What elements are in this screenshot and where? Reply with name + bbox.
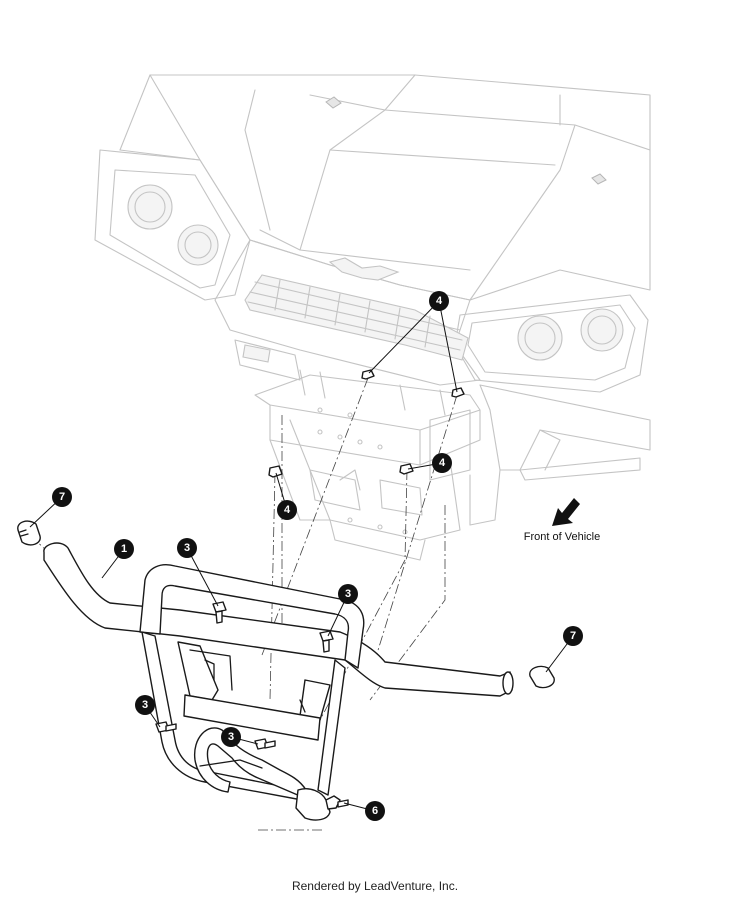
front-bumper-part [43, 542, 514, 821]
svg-text:4: 4 [439, 457, 446, 469]
bolt-part-group [155, 601, 334, 750]
bolt-3d [254, 738, 276, 750]
leader-lines [29, 300, 574, 812]
svg-text:3: 3 [345, 588, 351, 600]
bolt-3a [212, 601, 227, 624]
svg-text:3: 3 [184, 542, 190, 554]
footer-credit: Rendered by LeadVenture, Inc. [291, 879, 459, 893]
screw-part-6 [325, 795, 349, 810]
callout-7-right: 7 [563, 626, 583, 646]
callout-3-lower-left: 3 [135, 695, 155, 715]
svg-text:6: 6 [372, 805, 378, 817]
bolt-3b [319, 630, 334, 653]
nut-4a [361, 369, 375, 380]
svg-text:1: 1 [121, 543, 127, 555]
callout-1: 1 [114, 539, 134, 559]
front-of-vehicle-indicator: Front of Vehicle [524, 498, 600, 543]
callout-4-left: 4 [277, 500, 297, 520]
svg-text:3: 3 [228, 731, 234, 743]
nut-4d [399, 463, 414, 475]
callout-4-top: 4 [429, 291, 449, 311]
callout-4-right: 4 [432, 453, 452, 473]
svg-text:4: 4 [436, 295, 443, 307]
nut-4b [451, 387, 465, 398]
svg-text:7: 7 [59, 491, 65, 503]
end-cap-left [17, 520, 41, 546]
end-cap-right [529, 665, 555, 689]
callout-3-lower-mid: 3 [221, 727, 241, 747]
svg-text:4: 4 [284, 504, 291, 516]
end-cap-part-group [17, 520, 555, 689]
bolt-3c [155, 721, 177, 733]
front-of-vehicle-label: Front of Vehicle [524, 531, 600, 543]
callout-3-upper-left: 3 [177, 538, 197, 558]
svg-text:7: 7 [570, 630, 576, 642]
nut-4c [268, 465, 283, 478]
vehicle-front-ghost [94, 74, 651, 561]
svg-text:3: 3 [142, 699, 148, 711]
callout-7-left: 7 [52, 487, 72, 507]
nut-part-group [268, 369, 465, 478]
direction-arrow-icon [552, 498, 580, 526]
callout-6: 6 [365, 801, 385, 821]
callout-3-upper-right: 3 [338, 584, 358, 604]
